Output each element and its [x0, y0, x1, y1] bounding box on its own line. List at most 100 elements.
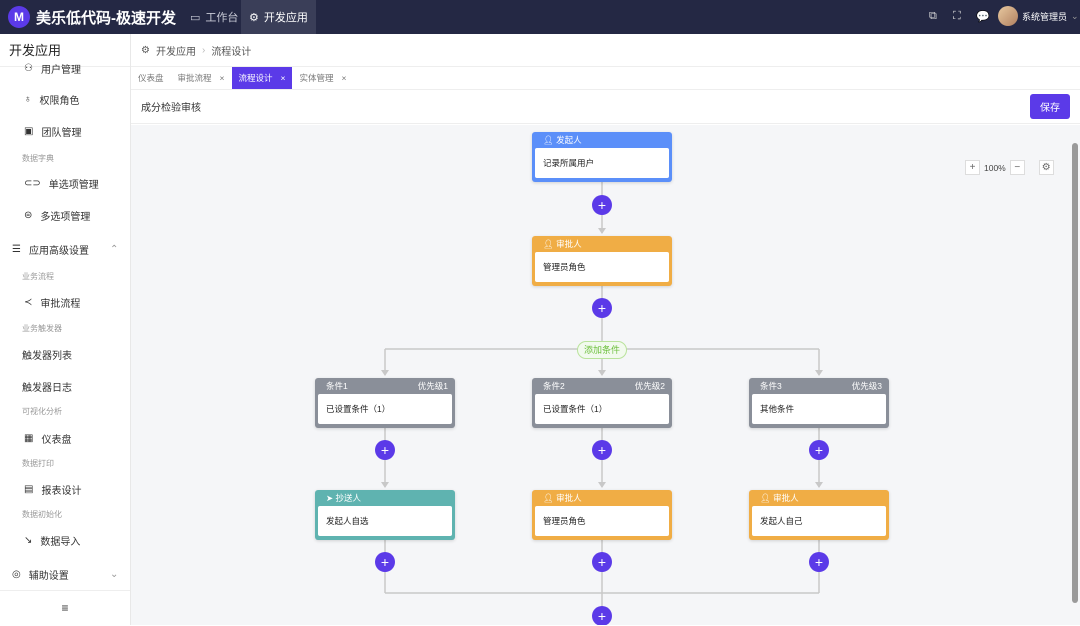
chevron-right-icon: › — [201, 44, 206, 56]
page-header: 成分检验审核 保存 — [131, 90, 1080, 124]
vertical-scrollbar[interactable] — [1072, 143, 1078, 603]
tab-approval[interactable]: 审批流程× — [177, 73, 225, 83]
sidebar-item-import[interactable]: ↘数据导入 — [24, 535, 81, 548]
sidebar-item-report[interactable]: ▤报表设计 — [24, 484, 82, 497]
group-label: 业务流程 — [22, 272, 54, 281]
page-title: 成分检验审核 — [141, 103, 201, 114]
sidebar-item-team[interactable]: ▣团队管理 — [24, 126, 82, 139]
multi-icon: ⊜ — [24, 210, 33, 221]
fullscreen-icon[interactable]: ⛶ — [953, 10, 961, 22]
sidebar-item-trigger-list[interactable]: 触发器列表 — [22, 351, 72, 362]
nav-dev-app[interactable]: ⚙开发应用 — [241, 0, 316, 34]
close-icon[interactable]: × — [341, 73, 347, 83]
zoom-in-button[interactable]: + — [965, 160, 980, 175]
approver-node[interactable]: 👤︎ 审批人管理员角色 — [532, 490, 672, 540]
tab-entity[interactable]: 实体管理× — [299, 73, 347, 83]
sidebar-item-multi[interactable]: ⊜多选项管理 — [24, 210, 91, 223]
save-button[interactable]: 保存 — [1030, 94, 1070, 119]
main: ⚙ 开发应用 › 流程设计 仪表盘 审批流程× 流程设计× 实体管理× 成分检验审核 保… — [131, 34, 1080, 124]
sliders-icon: ☰ — [12, 244, 21, 255]
node-body: 发起人自选 — [318, 506, 452, 536]
sidebar-item-roles[interactable]: ♁权限角色 — [24, 94, 80, 107]
chevron-up-icon: ⌃ — [110, 244, 119, 255]
group-label: 数据打印 — [22, 459, 54, 468]
user-menu[interactable]: 系统管理员⌄ — [998, 6, 1079, 26]
node-body: 管理员角色 — [535, 252, 669, 282]
start-node[interactable]: 👤︎ 发起人记录所属用户 — [532, 132, 672, 182]
settings-icon[interactable]: ⚙ — [1038, 160, 1054, 175]
sidebar-item-trigger-log[interactable]: 触发器日志 — [22, 383, 72, 394]
sidebar-item-aux[interactable]: ◎辅助设置⌄ — [12, 569, 119, 582]
group-label: 数据字典 — [22, 154, 54, 163]
add-condition-button[interactable]: 添加条件 — [577, 341, 627, 359]
zoom-out-button[interactable]: − — [1009, 160, 1025, 175]
node-body: 已设置条件（1） — [535, 394, 669, 424]
logo-icon: M — [8, 6, 30, 28]
user-icon: 👤︎ — [760, 493, 771, 503]
chevron-down-icon: ⌄ — [110, 569, 119, 580]
group-label: 数据初始化 — [22, 510, 62, 519]
node-body: 其他条件 — [752, 394, 886, 424]
add-node-button[interactable]: + — [592, 606, 612, 625]
avatar — [998, 6, 1018, 26]
globe-icon: ◎ — [12, 569, 21, 580]
sidebar-item-user-mgmt[interactable]: ⚇用户管理 — [24, 62, 81, 75]
team-icon: ▣ — [24, 126, 34, 137]
sidebar-item-approval[interactable]: ≺审批流程 — [24, 297, 81, 310]
breadcrumb: ⚙ 开发应用 › 流程设计 — [131, 34, 1080, 67]
zoom-controls: + 100% − ⚙ — [965, 160, 1054, 175]
node-body: 记录所属用户 — [535, 148, 669, 178]
monitor-icon: ▭ — [190, 11, 201, 24]
add-node-button[interactable]: + — [592, 440, 612, 460]
approver-node[interactable]: 👤︎ 审批人管理员角色 — [532, 236, 672, 286]
sidebar-item-single[interactable]: ⊂⊃单选项管理 — [24, 178, 99, 191]
user-icon: 👤︎ — [543, 135, 554, 145]
switch-icon[interactable]: ⧉ — [929, 10, 937, 22]
grid-icon: ▦ — [24, 433, 34, 444]
report-icon: ▤ — [24, 484, 34, 495]
key-icon: ♁ — [24, 94, 32, 105]
message-icon[interactable]: 💬 — [976, 11, 990, 23]
sidebar: 开发应用 ⚇用户管理 ♁权限角色 ▣团队管理 数据字典 ⊂⊃单选项管理 ⊜多选项… — [0, 34, 131, 625]
group-label: 业务触发器 — [22, 324, 62, 333]
arrow-down-right-icon: ↘ — [24, 535, 33, 546]
sidebar-title: 开发应用 — [0, 34, 130, 67]
zoom-level: 100% — [984, 162, 1006, 173]
breadcrumb-item: 流程设计 — [211, 46, 252, 58]
nav-workbench[interactable]: ▭工作台 — [190, 11, 239, 25]
collapse-menu-icon[interactable]: ≡ — [0, 590, 130, 625]
tab-flow-design[interactable]: 流程设计× — [231, 67, 293, 89]
close-icon[interactable]: × — [219, 73, 225, 83]
user-icon: 👤︎ — [543, 493, 554, 503]
sidebar-item-dashboard[interactable]: ▦仪表盘 — [24, 433, 72, 446]
add-node-button[interactable]: + — [809, 440, 829, 460]
chevron-down-icon: ⌄ — [1071, 10, 1079, 21]
tab-bar: 仪表盘 审批流程× 流程设计× 实体管理× — [131, 67, 1080, 90]
add-node-button[interactable]: + — [592, 552, 612, 572]
gear-icon: ⚙ — [141, 44, 150, 56]
add-node-button[interactable]: + — [375, 440, 395, 460]
add-node-button[interactable]: + — [592, 195, 612, 215]
user-icon: 👤︎ — [543, 239, 554, 249]
add-node-button[interactable]: + — [592, 298, 612, 318]
breadcrumb-item[interactable]: 开发应用 — [155, 46, 196, 58]
toggle-icon: ⊂⊃ — [24, 178, 41, 189]
tab-dashboard[interactable]: 仪表盘 — [138, 73, 164, 83]
add-node-button[interactable]: + — [375, 552, 395, 572]
sidebar-item-advanced[interactable]: ☰应用高级设置⌃ — [12, 244, 119, 257]
close-icon[interactable]: × — [280, 73, 286, 83]
send-icon: ➤ — [326, 493, 334, 503]
approver-node[interactable]: 👤︎ 审批人发起人自己 — [749, 490, 889, 540]
user-icon: ⚇ — [24, 62, 33, 74]
node-body: 发起人自己 — [752, 506, 886, 536]
add-node-button[interactable]: + — [809, 552, 829, 572]
group-label: 可视化分析 — [22, 407, 62, 416]
cc-node[interactable]: ➤ 抄送人发起人自选 — [315, 490, 455, 540]
node-body: 已设置条件（1） — [318, 394, 452, 424]
